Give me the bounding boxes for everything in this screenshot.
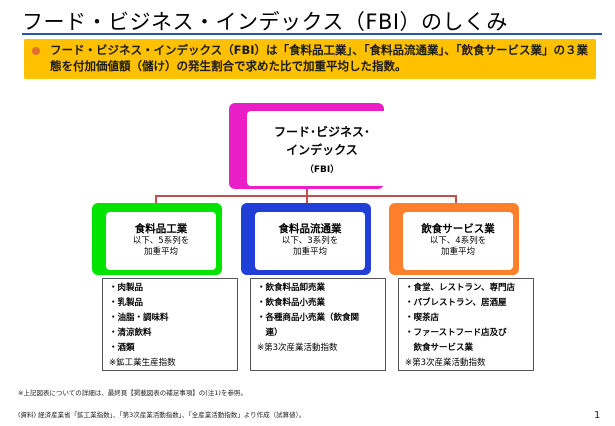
- manufacturing-line2: 加重平均: [143, 247, 178, 257]
- distribution-title: 食料品流通業: [278, 223, 342, 235]
- list-item: ・ファーストフード店及び: [405, 328, 507, 338]
- definition-text: フード・ビジネス・インデックス（FBI）は「食料品工業」、「食料品流通業」、「飲…: [50, 43, 589, 73]
- food-service-node: 飲食サービス業 以下、4系列を 加重平均: [403, 212, 513, 270]
- source-footnote: (資料) 経済産業省「鉱工業指数」、「第3次産業活動指数」、「全産業活動指数」よ…: [18, 411, 306, 419]
- page-title: フード・ビジネス・インデックス（FBI）のしくみ: [22, 10, 508, 34]
- list-item: ・各種商品小売業（飲食関: [257, 313, 360, 323]
- footnote: ※上記図表についての詳細は、最終頁【掲載図表の補足事項】の(注1)を参照。: [18, 389, 247, 397]
- distribution-line2: 加重平均: [292, 247, 327, 257]
- connector-left: [155, 195, 157, 204]
- list-item: ・酒類: [109, 343, 135, 353]
- list-item: ・乳製品: [109, 298, 144, 308]
- source-note: ※鉱工業生産指数: [109, 358, 176, 368]
- list-item: ・油脂・調味料: [109, 313, 169, 323]
- list-item: ・飲食料品卸売業: [257, 283, 326, 293]
- food-service-series-list: ・食堂、レストラン、専門店 ・パブレストラン、居酒屋 ・喫茶店 ・ファーストフー…: [398, 278, 534, 371]
- food-service-title: 飲食サービス業: [421, 223, 495, 235]
- source-note: ※第3次産業活動指数: [405, 358, 486, 368]
- fbi-node: フード･ビジネス･ インデックス （FBI）: [247, 111, 397, 186]
- distribution-series-list: ・飲食料品卸売業 ・飲食料品小売業 ・各種商品小売業（飲食関 連） ※第3次産業…: [250, 278, 386, 371]
- bullet-icon: [32, 47, 40, 55]
- list-item: ・清涼飲料: [109, 328, 152, 338]
- distribution-line1: 以下、3系列を: [281, 236, 339, 246]
- list-item: ・食堂、レストラン、専門店: [405, 283, 515, 293]
- list-item: ・パブレストラン、居酒屋: [405, 298, 507, 308]
- connector-vertical-top: [306, 189, 308, 196]
- fbi-node-line2: インデックス: [286, 143, 358, 157]
- manufacturing-node: 食料品工業 以下、5系列を 加重平均: [106, 212, 216, 270]
- list-item: 飲食サービス業: [405, 343, 474, 353]
- manufacturing-line1: 以下、5系列を: [132, 236, 190, 246]
- manufacturing-title: 食料品工業: [134, 223, 188, 235]
- connector-center: [306, 195, 308, 204]
- food-service-line2: 加重平均: [440, 247, 475, 257]
- food-service-line1: 以下、4系列を: [429, 236, 487, 246]
- list-item: ・喫茶店: [405, 313, 440, 323]
- list-item: 連）: [257, 328, 283, 338]
- page-number: 1: [594, 410, 601, 421]
- list-item: ・飲食料品小売業: [257, 298, 326, 308]
- connector-right: [455, 195, 457, 204]
- fbi-node-sub: （FBI）: [304, 165, 340, 175]
- manufacturing-series-list: ・肉製品 ・乳製品 ・油脂・調味料 ・清涼飲料 ・酒類 ※鉱工業生産指数: [102, 278, 238, 371]
- fbi-node-line1: フード･ビジネス･: [273, 125, 370, 139]
- definition-banner: フード・ビジネス・インデックス（FBI）は「食料品工業」、「食料品流通業」、「飲…: [24, 39, 596, 79]
- distribution-node: 食料品流通業 以下、3系列を 加重平均: [255, 212, 365, 270]
- source-note: ※第3次産業活動指数: [257, 343, 338, 353]
- title-divider: [22, 33, 602, 35]
- list-item: ・肉製品: [109, 283, 144, 293]
